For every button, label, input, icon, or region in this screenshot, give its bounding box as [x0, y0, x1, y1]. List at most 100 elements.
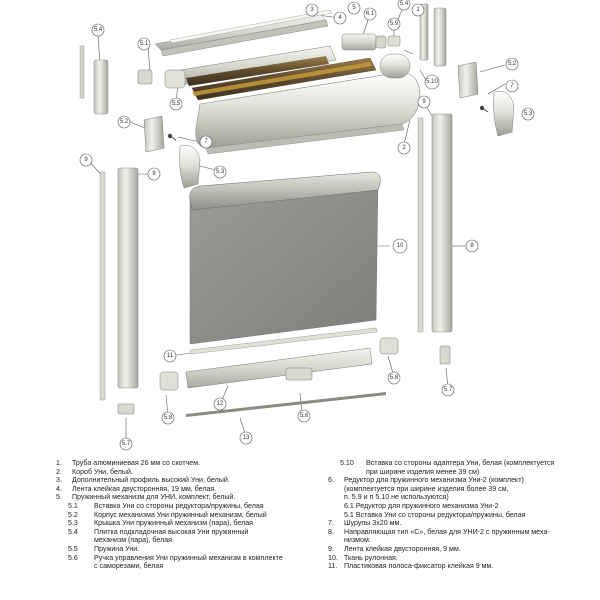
- svg-text:5.2: 5.2: [508, 61, 517, 67]
- legend-row: 2.Короб Уни, белый.: [56, 468, 326, 477]
- legend-row: механизм (пара), белая: [56, 536, 326, 545]
- legend-row: при ширине изделия менее 39 см): [328, 468, 598, 477]
- callout-c9b: 9: [417, 95, 431, 109]
- callout-c510: 5.10: [424, 74, 440, 90]
- callout-c11: 11: [163, 349, 177, 363]
- legend-text: 6.1 Редуктор для пружинного механизма Ун…: [344, 501, 499, 510]
- svg-text:5.2: 5.2: [120, 119, 129, 125]
- legend-number: 6.: [328, 476, 334, 485]
- svg-text:2: 2: [402, 145, 406, 151]
- part-bottom-bar-12: [185, 347, 373, 389]
- callout-c61: 6.1: [363, 7, 377, 21]
- legend-number: 3.: [56, 476, 62, 485]
- legend-row: 11. Пластиковая полоса-фиксатор клейкая 9…: [328, 562, 598, 571]
- legend-number: 5.4: [68, 527, 78, 536]
- svg-text:7: 7: [204, 139, 208, 145]
- legend-number: 5.3: [68, 519, 78, 528]
- legend-row: (комплектуется при ширине изделия более …: [328, 485, 598, 494]
- legend-text: Пластиковая полоса-фиксатор клейкая 9 мм…: [344, 562, 494, 571]
- svg-text:8: 8: [152, 171, 156, 177]
- legend-text: Вставка Уни со стороны редуктора/пружины…: [94, 501, 264, 510]
- part-weight-13: [186, 392, 386, 417]
- legend-row: низмом.: [328, 536, 598, 545]
- callout-c9a: 9: [79, 153, 93, 167]
- legend-text: Вставка со стороны адаптера Уни, белая (…: [366, 459, 555, 467]
- legend-row: 9.Лента клейкая двусторонняя, 9 мм.: [328, 545, 598, 554]
- legend-number: 2.: [56, 467, 62, 476]
- callout-c53b: 5.3: [521, 107, 535, 121]
- legend-text: низмом.: [344, 536, 371, 545]
- legend-number: 5.1: [68, 501, 78, 510]
- part-guide-8-left: [99, 167, 139, 401]
- svg-text:5.10: 5.10: [426, 79, 438, 85]
- part-insert-5-10: [379, 53, 411, 79]
- legend-text: Редуктор для пружинного механизма Уни-2 …: [344, 476, 524, 485]
- callout-c5: 5: [347, 1, 361, 15]
- callout-c56: 5.6: [297, 409, 311, 423]
- legend-row: 5.1 Вставка Уни со стороны редуктора/пруж…: [56, 502, 326, 511]
- callout-c55: 5.5: [169, 97, 183, 111]
- svg-text:3: 3: [310, 7, 314, 13]
- svg-text:5.7: 5.7: [122, 441, 131, 447]
- callout-c7a: 7: [199, 135, 213, 149]
- svg-text:5.3: 5.3: [524, 111, 533, 117]
- callout-c59: 5.9: [387, 17, 401, 31]
- callout-c3: 3: [305, 3, 319, 17]
- legend-row: 5.10 Вставка со стороны адаптера Уни, бел…: [328, 459, 598, 468]
- callout-c8b: 8: [465, 239, 479, 253]
- part-tape-4: [169, 9, 333, 44]
- callout-c54a: 5.4: [91, 23, 105, 37]
- svg-text:5.5: 5.5: [172, 101, 181, 107]
- svg-text:8: 8: [470, 243, 474, 249]
- callout-c1: 1: [411, 3, 425, 17]
- legend-text: Труба алюминиевая 26 мм со скотчем.: [72, 459, 201, 467]
- callout-c7b: 7: [505, 79, 519, 93]
- legend-row: с саморезами, белая: [56, 562, 326, 571]
- part-box-2: [195, 71, 421, 155]
- part-cover-5-3-left: [179, 145, 201, 189]
- legend-text: механизм (пара), белая: [94, 536, 173, 545]
- svg-text:10: 10: [397, 243, 404, 249]
- legend-number: 1.: [56, 459, 62, 467]
- legend-row: 8. Направляющая тип «С», белая для УНИ-2 …: [328, 528, 598, 537]
- legend-text: Лента клейкая двусторонняя, 9 мм.: [344, 544, 461, 553]
- legend-number: 11.: [328, 562, 338, 571]
- part-end-cap-left: [164, 69, 186, 89]
- part-screw-7-right: [479, 105, 489, 113]
- callout-c10: 10: [392, 238, 408, 254]
- part-clip-5-7-left: [117, 403, 135, 415]
- svg-text:5.3: 5.3: [216, 169, 225, 175]
- part-guide-8-right: [417, 113, 453, 333]
- callout-bubbles: 1 2 3 4 5 5.4 5.4 5.1 5.5 6.1 5.9 5.10 5…: [79, 0, 535, 451]
- legend-text: Крышка Уни пружинный механизм (пара), бе…: [94, 519, 254, 528]
- svg-text:13: 13: [243, 435, 250, 441]
- svg-text:5.8: 5.8: [164, 415, 173, 421]
- callout-c57b: 5.7: [441, 383, 455, 397]
- legend-row: 1. Труба алюминиевая 26 мм со скотчем.: [56, 459, 326, 468]
- legend-text: при ширине изделия менее 39 см): [366, 467, 480, 476]
- callout-c52b: 5.2: [505, 57, 519, 71]
- svg-text:7: 7: [510, 83, 514, 89]
- part-insert-5-9: [387, 35, 401, 47]
- legend-text: Направляющая тип «С», белая для УНИ-2 с …: [344, 527, 550, 536]
- legend-row: 3. Дополнительный профиль высокий Уни, бе…: [56, 476, 326, 485]
- legend-number: 8.: [328, 527, 334, 536]
- legend-number: 5.5: [68, 544, 78, 553]
- part-fabric-10: [189, 171, 381, 345]
- legend-number: 5.6: [68, 553, 78, 562]
- legend-text: Пружинный механизм для УНИ, комплект, бе…: [72, 493, 236, 502]
- legend-number: 4.: [56, 484, 62, 493]
- part-mech-5-2-left: [143, 115, 165, 153]
- legend-number: 5.10: [340, 459, 354, 467]
- legend-text: с саморезами, белая: [94, 562, 164, 571]
- callout-c8a: 8: [147, 167, 161, 181]
- part-clip-5-7-right: [439, 345, 451, 365]
- callout-c52a: 5.2: [117, 115, 131, 129]
- callout-c53a: 5.3: [213, 165, 227, 179]
- svg-text:11: 11: [167, 353, 174, 359]
- callout-c4: 4: [333, 11, 347, 25]
- part-spring-5-5: [191, 57, 377, 101]
- legend-text: Дополнительный профиль высокий Уни, белы…: [72, 476, 230, 485]
